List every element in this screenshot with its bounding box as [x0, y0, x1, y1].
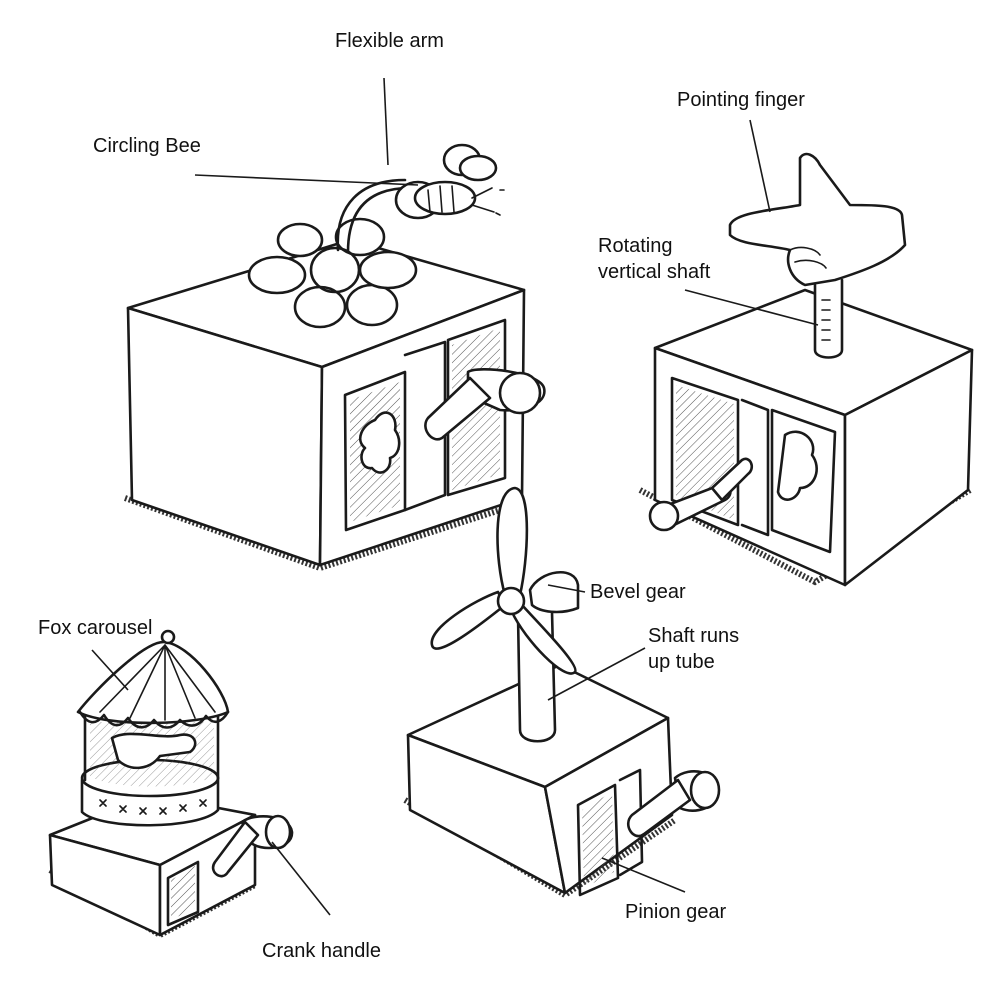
- label-circling-bee: Circling Bee: [93, 135, 201, 157]
- leader-pointing-finger: [749, 119, 771, 213]
- crank-handle-arm: [626, 778, 692, 838]
- rotating-vertical-shaft: [813, 278, 844, 359]
- leader-circling-bee: [194, 174, 419, 186]
- crank-end: [689, 770, 721, 810]
- hub-icon: [496, 586, 526, 616]
- label-rotating-line1: Rotating: [598, 235, 673, 257]
- flower-icon: [247, 217, 418, 329]
- leader-flexible-arm: [383, 77, 389, 166]
- leader-crank-handle: [271, 841, 331, 916]
- blade-left: [430, 590, 507, 650]
- leader-rotating-shaft: [684, 289, 819, 326]
- bevel-gear-housing: [528, 570, 580, 614]
- windmill-automaton-box: [403, 486, 721, 899]
- label-fox-carousel: Fox carousel: [38, 617, 153, 639]
- leader-bevel-gear: [547, 584, 586, 593]
- gear-window: [166, 860, 200, 927]
- pinion-gear-icon: [776, 430, 818, 501]
- crank-end: [498, 371, 542, 415]
- crank-end: [648, 500, 680, 532]
- label-bevel-gear: Bevel gear: [590, 581, 686, 603]
- box-right-face: [843, 348, 974, 587]
- labels: Flexible arm Circling Bee Pointing finge…: [38, 30, 805, 962]
- leader-lines: [91, 77, 819, 916]
- fox-icon: [110, 732, 197, 770]
- carousel-scallop: [78, 710, 230, 729]
- carousel-finial: [160, 629, 176, 645]
- right-window: [446, 318, 507, 497]
- label-shaft-line1: Shaft runs: [648, 625, 739, 647]
- flexible-arm: [336, 178, 407, 252]
- crank-handle-arm: [424, 376, 492, 441]
- label-rotating-line2: vertical shaft: [598, 261, 711, 283]
- pinion-gear-icon: [359, 411, 401, 474]
- label-pointing-finger: Pointing finger: [677, 89, 805, 111]
- pointing-hand-icon: [728, 152, 907, 287]
- bee-automaton-box: [123, 143, 546, 572]
- label-flexible-arm: Flexible arm: [335, 30, 444, 52]
- door-panel: [740, 398, 770, 537]
- crank-handle-arm: [710, 457, 754, 502]
- carousel-roof: [76, 640, 230, 725]
- label-crank-handle: Crank handle: [262, 940, 381, 962]
- right-window: [770, 408, 837, 554]
- blade-top: [496, 486, 529, 597]
- blade-right: [510, 603, 577, 675]
- crank-end: [264, 814, 292, 850]
- finger-automaton-box: [638, 152, 974, 587]
- label-pinion-gear: Pinion gear: [625, 901, 727, 923]
- gear-window: [670, 376, 740, 527]
- leader-pinion-gear: [601, 857, 686, 893]
- carousel-automaton-box: [48, 629, 294, 939]
- leader-fox-carousel: [91, 649, 129, 691]
- gear-window: [576, 783, 620, 897]
- crank-handle-arm: [211, 820, 260, 878]
- bee-icon: [394, 143, 505, 220]
- leader-shaft-tube: [547, 647, 646, 701]
- label-shaft-line2: up tube: [648, 651, 715, 673]
